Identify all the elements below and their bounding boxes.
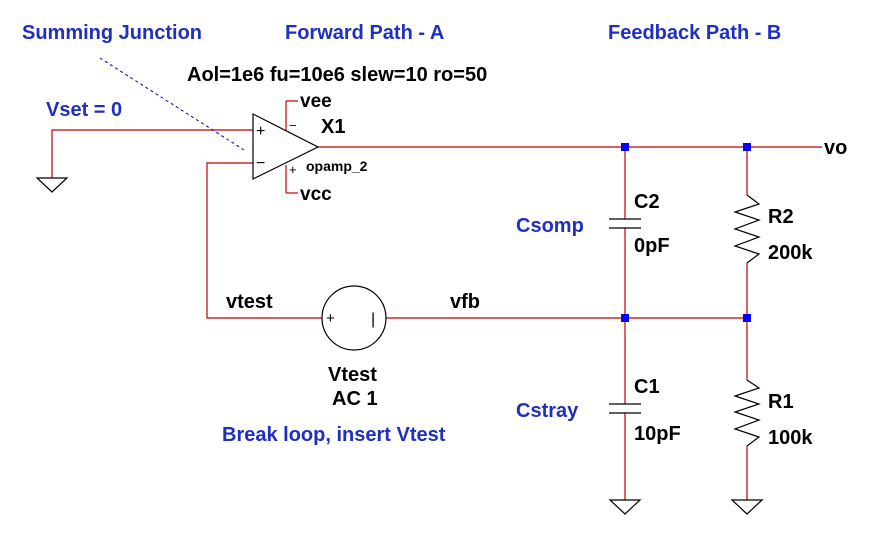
opamp-model-label: opamp_2 — [306, 158, 368, 174]
r2-value-label: 200k — [768, 242, 813, 264]
forward-path-label: Forward Path - A — [285, 22, 444, 44]
vtest-source[interactable]: + | — [321, 285, 387, 351]
r2-name-label: R2 — [768, 206, 794, 228]
node-vfb-c — [621, 314, 629, 322]
ground-symbol-c1 — [608, 499, 642, 515]
wire-feedback-loop — [206, 162, 322, 319]
capacitor-c1[interactable] — [609, 403, 641, 414]
opamp-plus-sign: + — [256, 123, 265, 140]
vtest-plus-sign: + — [326, 310, 335, 327]
r1-name-label: R1 — [768, 391, 794, 413]
resistor-r1[interactable] — [733, 379, 761, 447]
resistor-r2[interactable] — [733, 194, 761, 264]
opamp-x1[interactable]: + − − + — [252, 113, 320, 180]
opamp-name-label: X1 — [321, 116, 345, 138]
summing-junction-label: Summing Junction — [22, 22, 202, 44]
ground-symbol-r1 — [730, 499, 764, 515]
net-label-vo: vo — [824, 137, 847, 159]
vtest-name-label: Vtest — [328, 364, 377, 386]
vtest-source-circle — [321, 285, 387, 351]
opamp-triangle — [252, 113, 320, 180]
wires — [51, 100, 822, 500]
node-output-r2 — [743, 143, 751, 151]
capacitor-c2[interactable] — [609, 218, 641, 229]
node-vfb-r — [743, 314, 751, 322]
opamp-vee-minus-sign: − — [289, 118, 297, 133]
net-label-vfb: vfb — [450, 291, 480, 313]
vtest-value-label: AC 1 — [332, 388, 378, 410]
r1-value-label: 100k — [768, 427, 813, 449]
wire-vset-ground — [51, 129, 253, 178]
c2-name-label: C2 — [634, 191, 660, 213]
summing-junction-pointer — [99, 57, 245, 151]
opamp-minus-sign: − — [256, 155, 265, 172]
cstray-label: Cstray — [516, 400, 579, 422]
opamp-vcc-label: vcc — [300, 184, 332, 205]
c1-name-label: C1 — [634, 376, 660, 398]
opamp-params-label: Aol=1e6 fu=10e6 slew=10 ro=50 — [187, 64, 487, 86]
ground-symbol-vset — [35, 177, 69, 193]
break-loop-label: Break loop, insert Vtest — [222, 424, 446, 446]
opamp-vcc-plus-sign: + — [289, 162, 297, 177]
net-label-vtest: vtest — [226, 291, 273, 313]
node-output-c2 — [621, 143, 629, 151]
opamp-vee-label: vee — [300, 91, 332, 112]
csomp-label: Csomp — [516, 215, 584, 237]
vtest-minus-sign: | — [371, 311, 375, 328]
vset-label: Vset = 0 — [46, 99, 122, 121]
c1-value-label: 10pF — [634, 423, 681, 445]
c2-value-label: 0pF — [634, 235, 670, 257]
feedback-path-label: Feedback Path - B — [608, 22, 781, 44]
